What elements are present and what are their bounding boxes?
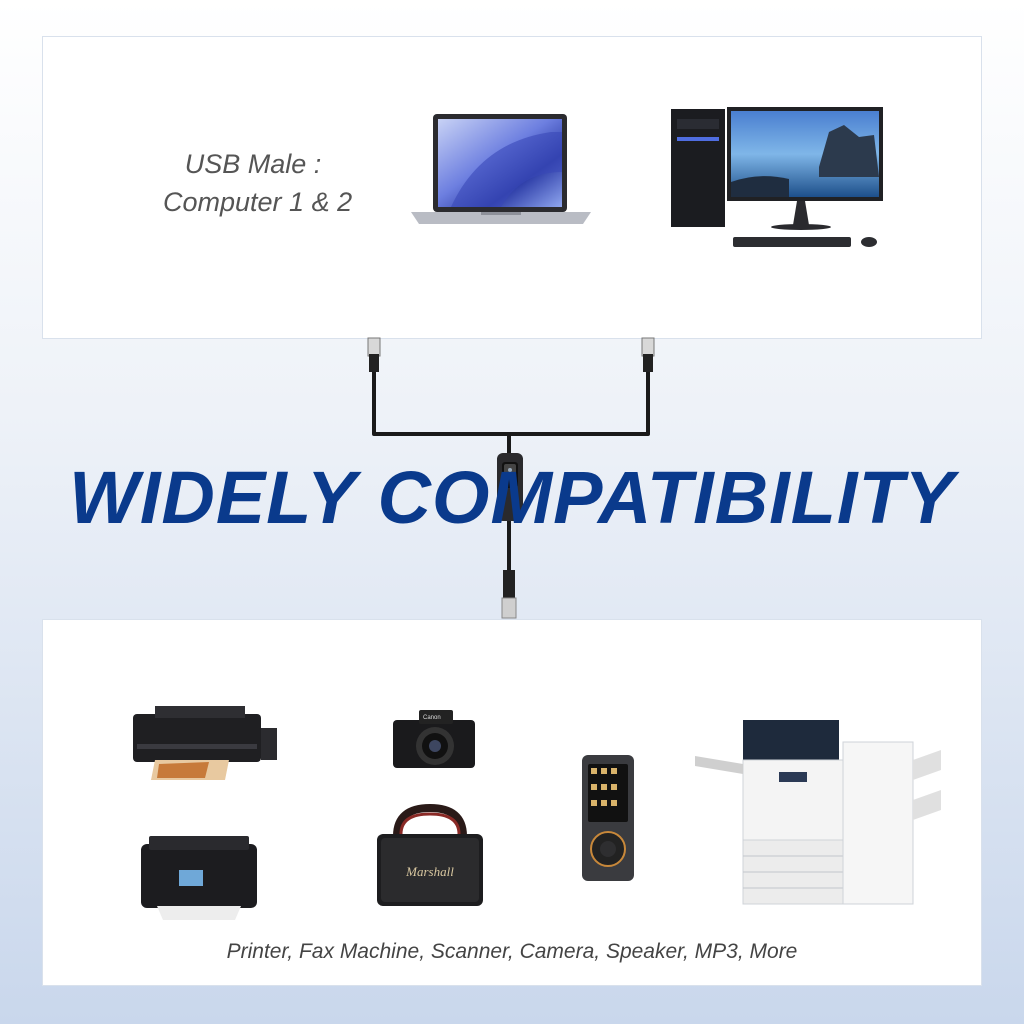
desktop-pc-icon: [671, 107, 883, 247]
headline: WIDELY COMPATIBILITY: [68, 456, 956, 539]
devices-caption: Printer, Fax Machine, Scanner, Camera, S…: [226, 940, 798, 963]
copier-icon: [695, 720, 941, 905]
laptop-icon: [411, 114, 591, 224]
speaker-icon: Marshall: [377, 803, 483, 906]
usb-label-line2: Computer 1 & 2: [163, 187, 353, 217]
usb-label-line1: USB Male :: [184, 149, 322, 179]
devices-panel: Canon Ma: [42, 619, 982, 986]
camera-brand: Canon: [423, 715, 441, 721]
speaker-brand: Marshall: [405, 864, 454, 879]
switch-icon[interactable]: [496, 452, 524, 522]
usb-male-label: USB Male : Computer 1 & 2: [163, 145, 353, 221]
usb-cable-icon: [367, 337, 655, 619]
mp3-player-icon: [582, 755, 634, 881]
computers-panel: USB Male : Computer 1 & 2: [42, 36, 982, 339]
printer-icon: [141, 836, 257, 920]
camera-icon: Canon: [393, 710, 475, 768]
inkjet-printer-icon: [133, 706, 277, 780]
